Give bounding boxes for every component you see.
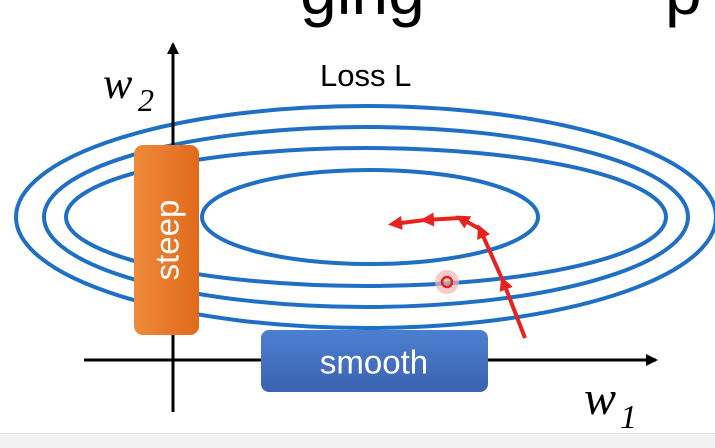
w1-label: w 1 bbox=[584, 372, 637, 436]
w1-letter: w bbox=[584, 372, 616, 425]
smooth-badge: smooth bbox=[261, 330, 488, 392]
path-arrow-3 bbox=[455, 215, 481, 231]
heading-fragment: ging bbox=[300, 0, 425, 28]
smooth-label: smooth bbox=[320, 344, 428, 381]
cursor-dot bbox=[435, 270, 459, 294]
w2-subscript: 2 bbox=[138, 82, 154, 118]
contour-2 bbox=[42, 125, 690, 309]
path-arrow-1 bbox=[499, 276, 527, 339]
bottom-toolbar-strip bbox=[0, 433, 715, 448]
path-arrow-5 bbox=[388, 215, 426, 230]
heading-fragment-right: p bbox=[665, 0, 702, 28]
loss-contours bbox=[14, 104, 715, 330]
contour-1 bbox=[14, 104, 715, 330]
loss-label: Loss L bbox=[320, 58, 411, 93]
path-arrow-2 bbox=[477, 224, 505, 282]
contour-3 bbox=[64, 146, 668, 288]
w1-subscript: 1 bbox=[620, 399, 637, 436]
steep-badge: steep bbox=[134, 145, 199, 335]
contour-4 bbox=[200, 168, 540, 266]
w2-label: w 2 bbox=[103, 59, 154, 118]
w2-letter: w bbox=[103, 59, 133, 108]
descent-path bbox=[388, 212, 527, 339]
path-arrow-4 bbox=[420, 212, 461, 227]
steep-label: steep bbox=[149, 200, 186, 281]
